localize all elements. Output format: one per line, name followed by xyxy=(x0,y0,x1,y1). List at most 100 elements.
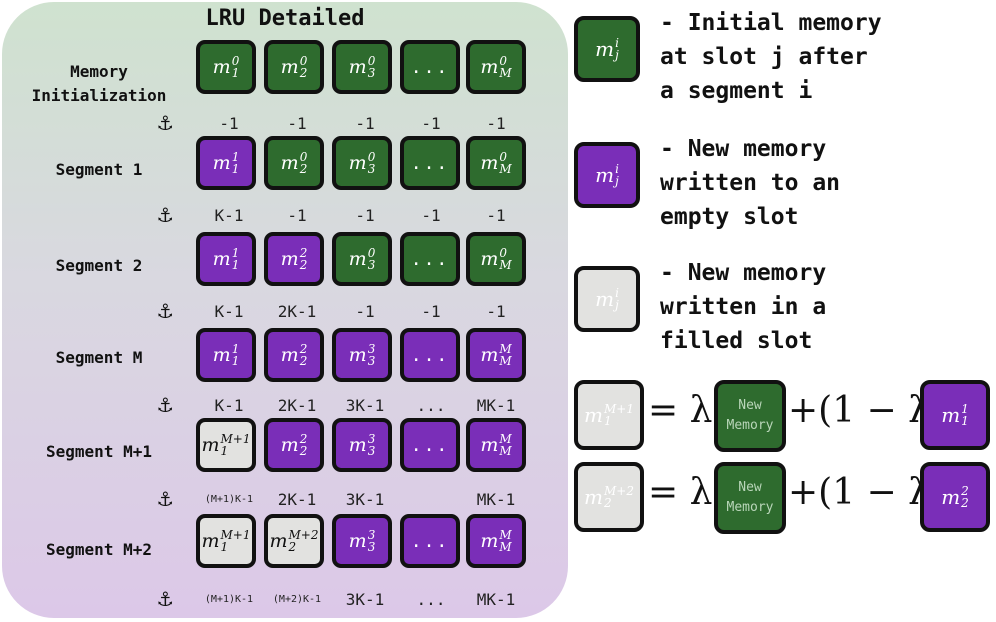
memory-slot-index: 2 xyxy=(299,354,308,368)
anchor-icon: ⚓ xyxy=(158,108,173,136)
memory-base: m xyxy=(280,152,299,174)
anchor-index: K-1 xyxy=(214,206,244,225)
memory-slot-index: 1 xyxy=(603,414,612,428)
anchor-icon: ⚓ xyxy=(158,484,173,512)
memory-slot-index: M xyxy=(499,354,512,368)
row-label: Segment 1 xyxy=(55,160,143,179)
memory-slot-index: 1 xyxy=(220,540,229,554)
anchor-index: K-1 xyxy=(214,302,244,321)
memory-base: m xyxy=(269,530,288,552)
memory-base: m xyxy=(212,248,231,270)
anchor-index: -1 xyxy=(486,206,506,225)
memory-base: m xyxy=(212,56,231,78)
anchor-index: ... xyxy=(416,396,446,415)
memory-segment-index: 0 xyxy=(231,54,240,68)
memory-segment-index: 3 xyxy=(367,432,376,446)
legend-description: - Initial memory at slot j after a segme… xyxy=(660,10,882,104)
memory-base: m xyxy=(212,152,231,174)
anchor-index: (M+1)K-1 xyxy=(204,594,254,605)
anchor-icon: ⚓ xyxy=(158,200,173,228)
anchor-index: -1 xyxy=(421,302,441,321)
memory-base: m xyxy=(595,163,615,187)
memory-slot-index: 2 xyxy=(299,162,308,176)
anchor-index: (M+2)K-1 xyxy=(272,594,322,605)
memory-segment-index: 1 xyxy=(961,402,969,416)
memory-segment-index: M xyxy=(499,342,512,356)
memory-segment-index: 2 xyxy=(299,342,308,356)
memory-base: m xyxy=(348,248,367,270)
memory-slot-index: 2 xyxy=(299,444,308,458)
memory-segment-index: 0 xyxy=(499,150,507,164)
memory-slot-index: j xyxy=(615,298,619,312)
memory-slot-index: 3 xyxy=(367,258,376,272)
equation-one-minus-lambda: +(1 − λ) xyxy=(788,472,946,513)
memory-slot-index: M xyxy=(499,540,512,554)
memory-base: m xyxy=(348,152,367,174)
memory-segment-index: 0 xyxy=(367,150,376,164)
anchor-index: -1 xyxy=(486,302,506,321)
equation-lambda: = λ xyxy=(648,472,713,513)
memory-slot-index: 1 xyxy=(231,66,240,80)
memory-base: m xyxy=(280,434,299,456)
memory-segment-index: i xyxy=(615,36,619,50)
anchor-index: (M+1)K-1 xyxy=(204,494,254,505)
memory-segment-index: M+1 xyxy=(220,432,251,446)
anchor-index: -1 xyxy=(421,114,441,133)
memory-base: m xyxy=(212,344,231,366)
memory-base: m xyxy=(348,530,367,552)
memory-slot-index: 3 xyxy=(367,162,376,176)
legend-description: - New memory written in a filled slot xyxy=(660,260,827,354)
memory-slot-index: 2 xyxy=(299,66,308,80)
anchor-index: 2K-1 xyxy=(277,302,317,321)
memory-base: m xyxy=(480,344,499,366)
memory-segment-index: 2 xyxy=(299,246,308,260)
equation-lambda: = λ xyxy=(648,390,713,431)
anchor-index: -1 xyxy=(421,206,441,225)
memory-base: m xyxy=(348,434,367,456)
memory-base: m xyxy=(584,403,603,427)
anchor-index: MK-1 xyxy=(476,490,516,509)
anchor-index: 3K-1 xyxy=(345,490,385,509)
row-label: Segment M+1 xyxy=(46,442,152,461)
memory-base: m xyxy=(480,530,499,552)
anchor-index: -1 xyxy=(486,114,506,133)
anchor-index: ... xyxy=(416,590,446,609)
memory-segment-index: i xyxy=(615,162,619,176)
memory-slot-index: M xyxy=(499,162,512,176)
memory-slot-index: 3 xyxy=(367,444,376,458)
memory-segment-index: 0 xyxy=(299,54,308,68)
